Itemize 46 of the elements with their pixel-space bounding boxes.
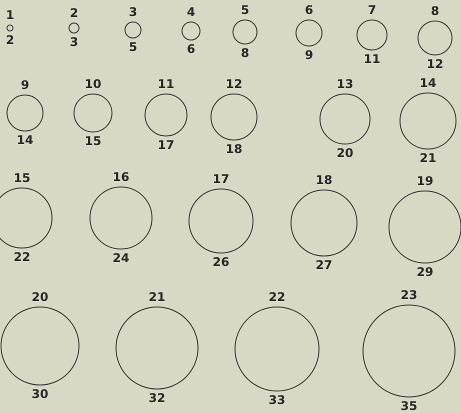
lower-number: 20 — [336, 147, 354, 160]
lower-number: 24 — [112, 252, 130, 265]
lower-number: 14 — [16, 134, 34, 147]
lower-number: 17 — [158, 139, 174, 152]
lower-number: 3 — [70, 36, 78, 49]
upper-number: 23 — [400, 289, 418, 302]
lower-number: 9 — [304, 49, 314, 62]
lower-number: 12 — [426, 58, 444, 71]
upper-number: 16 — [112, 171, 130, 184]
lower-number: 6 — [186, 43, 196, 56]
upper-number: 20 — [32, 291, 48, 304]
lower-number: 5 — [128, 41, 138, 54]
upper-number: 13 — [336, 78, 354, 91]
lower-number: 2 — [6, 34, 14, 47]
lower-number: 18 — [226, 143, 242, 156]
lower-number: 35 — [400, 400, 418, 413]
upper-number: 19 — [416, 175, 434, 188]
upper-number: 21 — [148, 291, 166, 304]
upper-number: 6 — [304, 4, 314, 17]
lower-number: 15 — [84, 135, 102, 148]
lower-number: 27 — [316, 259, 332, 272]
upper-number: 17 — [212, 173, 230, 186]
lower-number: 33 — [268, 394, 286, 407]
upper-number: 18 — [316, 174, 332, 187]
upper-number: 1 — [6, 9, 14, 22]
upper-number: 10 — [84, 78, 102, 91]
lower-number: 21 — [420, 152, 436, 165]
upper-number: 12 — [226, 78, 242, 91]
upper-number: 11 — [158, 78, 174, 91]
lower-number: 11 — [364, 53, 380, 66]
upper-number: 3 — [128, 6, 138, 19]
upper-number: 14 — [420, 77, 436, 90]
lower-number: 22 — [14, 251, 30, 264]
upper-number: 8 — [430, 5, 440, 18]
upper-number: 9 — [20, 79, 30, 92]
upper-number: 2 — [70, 7, 78, 20]
lower-number: 26 — [212, 256, 230, 269]
upper-number: 5 — [240, 4, 250, 17]
upper-number: 4 — [186, 6, 196, 19]
lower-number: 8 — [240, 47, 250, 60]
lower-number: 30 — [32, 388, 48, 401]
upper-number: 15 — [14, 172, 30, 185]
lower-number: 32 — [148, 392, 166, 405]
upper-number: 7 — [368, 4, 376, 17]
upper-number: 22 — [268, 291, 286, 304]
lower-number: 29 — [416, 266, 434, 279]
